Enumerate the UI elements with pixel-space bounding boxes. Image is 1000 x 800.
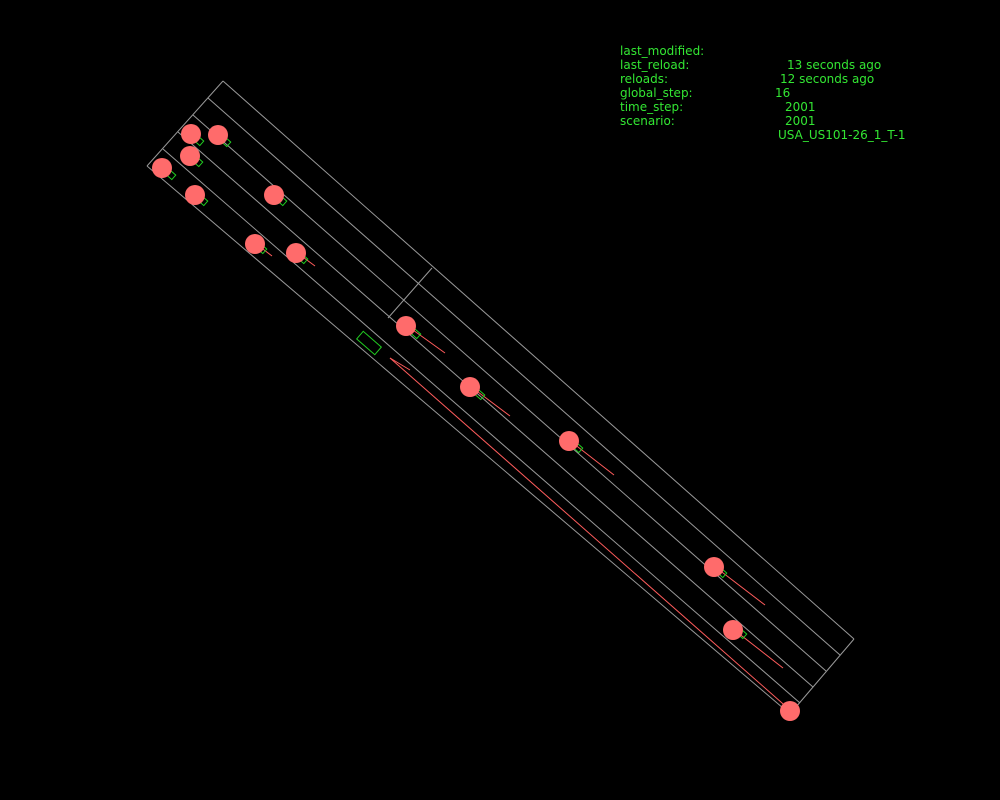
vehicle-marker-icon[interactable] — [152, 158, 172, 178]
trajectory-line — [389, 357, 791, 711]
lane-line-3 — [192, 114, 827, 672]
hud-row-global-step: global_step: 2001 — [620, 72, 980, 114]
vehicle-marker-icon[interactable] — [286, 243, 306, 263]
hud-value: 12 seconds ago — [780, 72, 875, 86]
vehicle-marker-icon[interactable] — [208, 125, 228, 145]
hud-key: last_modified: — [620, 44, 705, 58]
vehicle-marker-icon[interactable] — [460, 377, 480, 397]
trajectory-line — [389, 357, 411, 371]
vehicle-marker-icon[interactable] — [180, 146, 200, 166]
status-overlay: last_modified: 13 seconds ago last_reloa… — [620, 30, 980, 142]
vehicle-marker-icon[interactable] — [704, 557, 724, 577]
road-end-top — [146, 80, 224, 167]
vehicle-box-icon — [355, 330, 383, 356]
hud-key: global_step: — [620, 86, 693, 100]
hud-row-reloads: reloads: 16 — [620, 58, 980, 100]
hud-key: scenario: — [620, 114, 675, 128]
hud-row-last-reload: last_reload: 12 seconds ago — [620, 44, 980, 86]
lane-line-1 — [222, 80, 855, 640]
road-end-bottom — [789, 638, 855, 715]
lane-line-2 — [207, 97, 841, 656]
trajectory-line — [713, 565, 766, 606]
vehicle-marker-icon[interactable] — [245, 234, 265, 254]
vehicle-marker-icon[interactable] — [185, 185, 205, 205]
vehicle-markers — [152, 124, 800, 721]
trajectories — [254, 242, 791, 711]
hud-value: 13 seconds ago — [787, 58, 882, 72]
hud-value: 2001 — [785, 100, 816, 114]
vehicle-marker-icon[interactable] — [723, 620, 743, 640]
vehicle-marker-icon[interactable] — [559, 431, 579, 451]
lane-line-4 — [177, 131, 814, 688]
hud-row-scenario: scenario: USA_US101-26_1_T-1 — [620, 100, 980, 142]
lanelet-divider — [387, 267, 433, 319]
lane-line-6 — [146, 165, 791, 715]
hud-value: USA_US101-26_1_T-1 — [778, 128, 906, 142]
hud-row-time-step: time_step: 2001 — [620, 86, 980, 128]
hud-value: 16 — [775, 86, 791, 100]
hud-key: reloads: — [620, 72, 668, 86]
vehicle-boxes — [163, 133, 748, 640]
hud-row-last-modified: last_modified: 13 seconds ago — [620, 30, 980, 72]
vehicle-marker-icon[interactable] — [264, 185, 284, 205]
hud-key: time_step: — [620, 100, 684, 114]
vehicle-marker-icon[interactable] — [396, 316, 416, 336]
lane-line-5 — [162, 148, 801, 704]
lane-boundaries — [146, 80, 855, 715]
vehicle-marker-icon[interactable] — [181, 124, 201, 144]
vehicle-marker-icon[interactable] — [780, 701, 800, 721]
hud-key: last_reload: — [620, 58, 690, 72]
hud-value: 2001 — [785, 114, 816, 128]
